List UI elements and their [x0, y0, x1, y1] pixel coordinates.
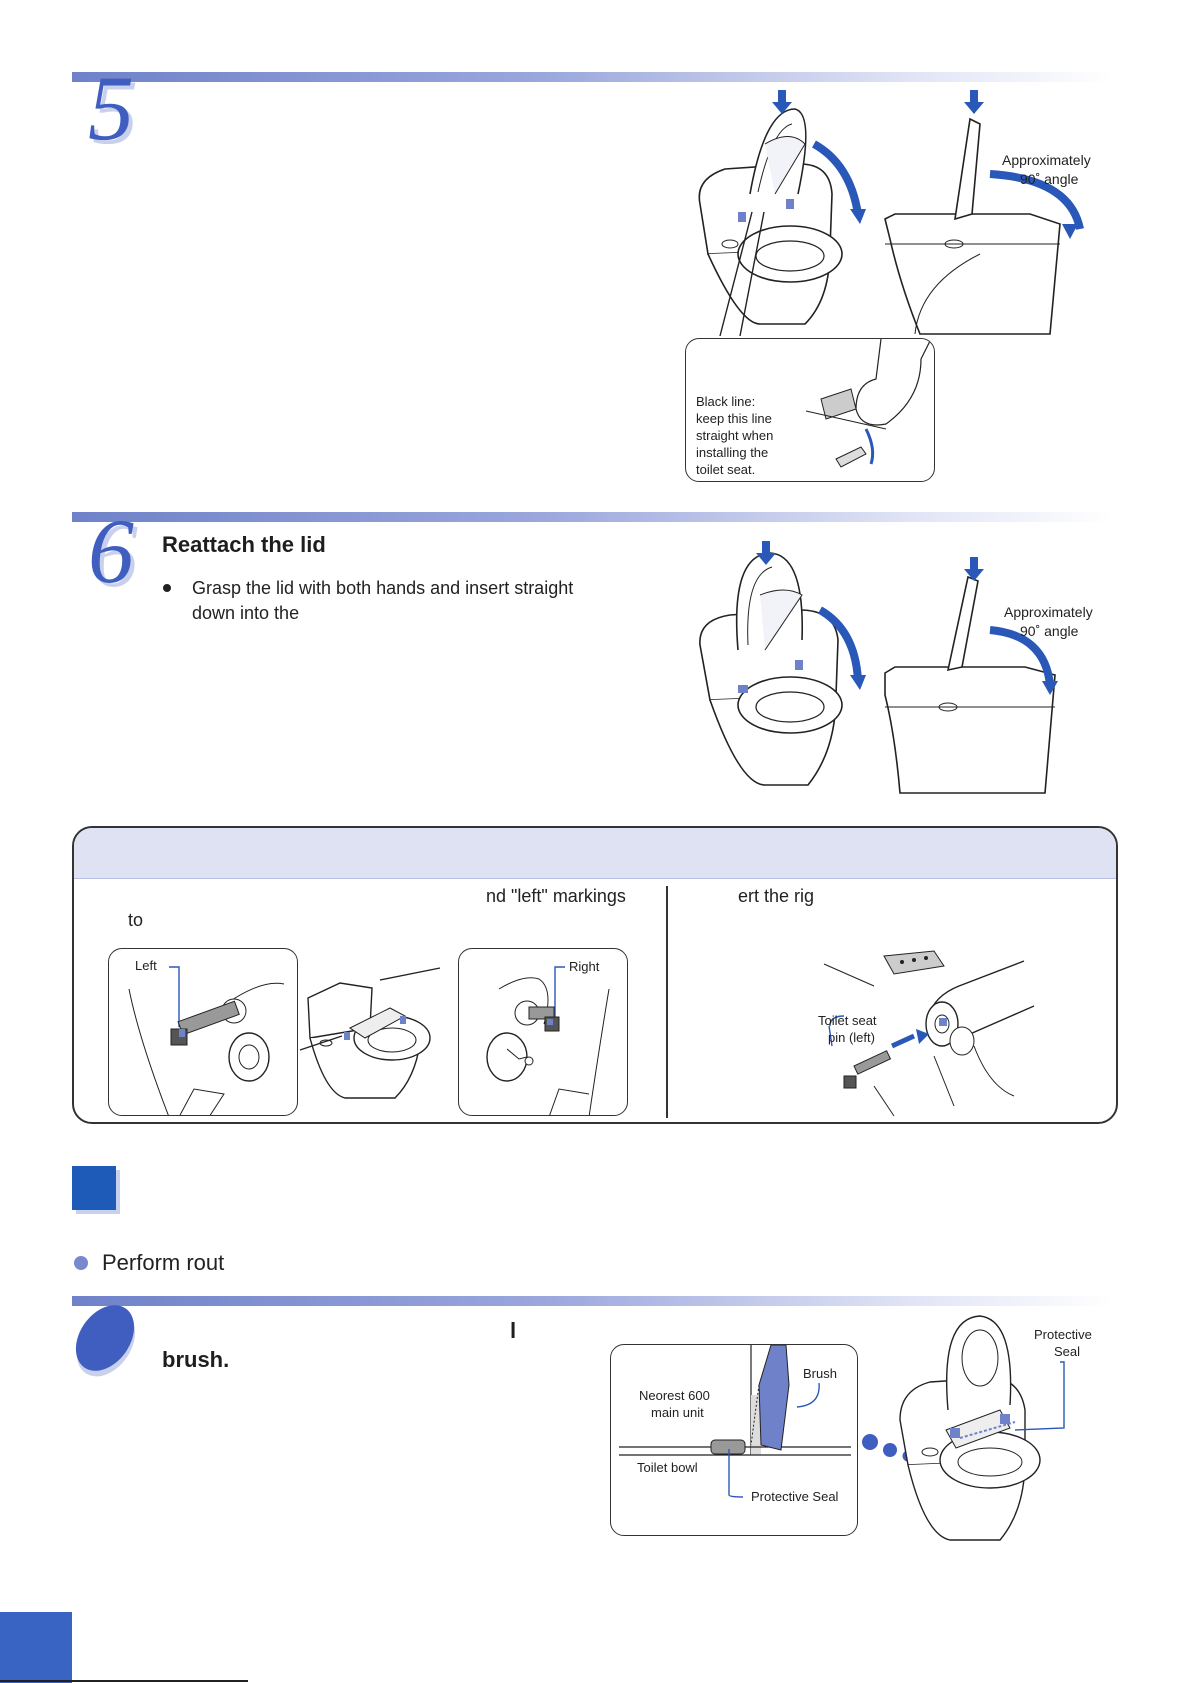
- step5-approx-label: Approximately: [1002, 152, 1091, 168]
- left-pin-icon: [128, 966, 285, 1115]
- note-header-band: [74, 828, 1116, 879]
- inset-brush-label: Brush: [803, 1366, 837, 1381]
- step7-line-b: brush.: [162, 1347, 230, 1372]
- step6-bullet-line-1: Grasp the lid with both hands and insert…: [192, 578, 574, 598]
- bullet-dot-icon: [163, 584, 171, 592]
- hinge-detail-icon: [805, 339, 932, 468]
- step6-rule: [72, 512, 1112, 522]
- black-line-note-1: Black line:: [696, 394, 756, 409]
- toilet-lid-illustration: [698, 90, 1084, 337]
- brush-illustration: [619, 1345, 851, 1498]
- pin-label-line-1: Toilet seat: [818, 1013, 877, 1028]
- note-left-text-a: nd "left" markings: [486, 886, 626, 906]
- step5-rule: [72, 72, 1112, 82]
- protective-seal-callout-2: Seal: [1054, 1344, 1081, 1359]
- page-tab: [0, 1612, 72, 1683]
- step6-approx-label: Approximately: [1004, 604, 1093, 620]
- section-bullet-text: Perform rout: [102, 1250, 225, 1275]
- step5-angle-label: 90˚ angle: [1020, 171, 1079, 187]
- black-line-note-2: keep this line: [696, 411, 772, 426]
- right-pin-icon: [486, 966, 610, 1115]
- brush-inset: Neorest 600 main unit Brush Toilet bowl …: [610, 1344, 858, 1536]
- right-inset-label: Right: [569, 959, 600, 974]
- step7-rule: [72, 1296, 1112, 1306]
- step5-figure: Approximately 90˚ angle Black line: keep…: [680, 84, 1120, 484]
- footer-line: [0, 1680, 248, 1682]
- black-line-inset: Black line: keep this line straight when…: [685, 338, 935, 482]
- note-right-text: ert the rig: [738, 886, 815, 906]
- note-box: nd "left" markings to ert the rig Left: [72, 826, 1118, 1124]
- black-line-note-4: installing the: [696, 445, 769, 460]
- step5-number: 5: [88, 57, 134, 159]
- toilet-center-illustration: [299, 967, 441, 1099]
- toilet-seat-pin-illustration: [823, 950, 1035, 1117]
- pin-label-line-2: pin (left): [828, 1030, 875, 1045]
- step7-oval-icon: [63, 1294, 147, 1382]
- inset-toilet-bowl-label: Toilet bowl: [637, 1460, 698, 1475]
- section-square-icon: [72, 1166, 116, 1210]
- step7-line-a: l: [510, 1318, 517, 1343]
- black-line-note-3: straight when: [696, 428, 774, 443]
- protective-seal-callout-1: Protective: [1034, 1327, 1092, 1342]
- lid-reattach-illustration: [699, 541, 1058, 794]
- step6-number: 6: [88, 500, 134, 602]
- left-pin-inset: Left: [108, 948, 298, 1116]
- note-left-text-b: to: [128, 910, 144, 930]
- step7-toilet-illustration: [862, 1315, 1065, 1541]
- section-bullet-icon: [74, 1256, 88, 1270]
- step6-title: Reattach the lid: [162, 532, 326, 557]
- inset-protective-seal-label: Protective Seal: [751, 1489, 839, 1504]
- note-divider: [666, 886, 668, 1118]
- black-line-note-5: toilet seat.: [696, 462, 756, 477]
- left-inset-label: Left: [135, 958, 157, 973]
- right-pin-inset: Right: [458, 948, 628, 1116]
- inset-main-unit-1: Neorest 600: [639, 1388, 710, 1403]
- step6-figure: Approximately 90˚ angle: [690, 535, 1120, 795]
- inset-main-unit-2: main unit: [651, 1405, 704, 1420]
- step6-bullet-line-2: down into the: [192, 603, 300, 623]
- step6-angle-label: 90˚ angle: [1020, 623, 1079, 639]
